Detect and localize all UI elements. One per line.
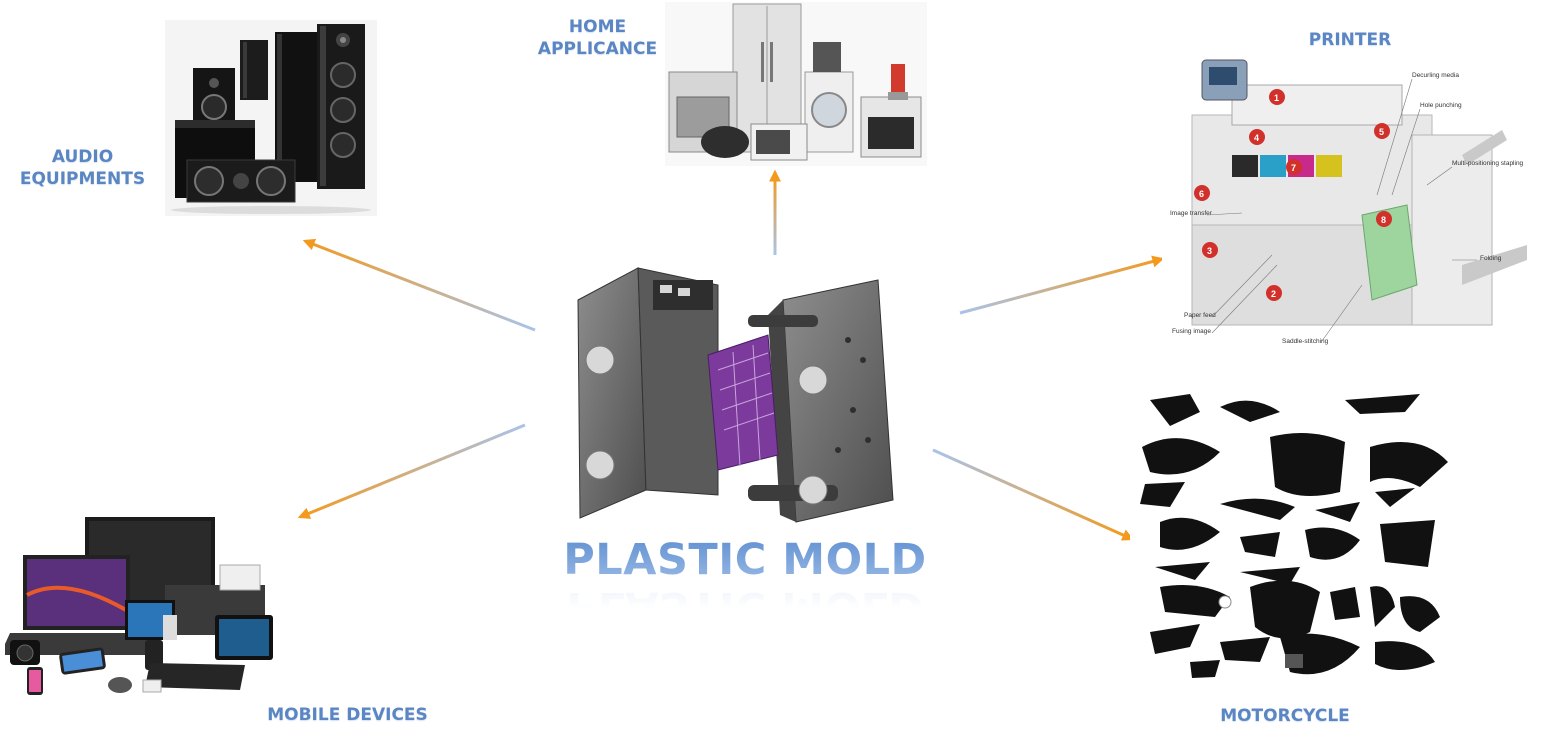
audio-equipment-image [165, 20, 377, 216]
home-appliance-image [665, 2, 927, 166]
plastic-mold-title-reflection: PLASTIC MOLD [566, 582, 924, 632]
mobile-devices-label: MOBILE DEVICES [267, 705, 428, 725]
svg-text:2: 2 [1271, 289, 1276, 299]
svg-text:4: 4 [1254, 133, 1259, 143]
motorcycle-label: MOTORCYCLE [1220, 706, 1350, 726]
callout-hole-punching: Hole punching [1420, 102, 1462, 109]
svg-text:1: 1 [1274, 93, 1279, 103]
callout-decurling: Decurling media [1412, 72, 1459, 79]
printer-label: PRINTER [1308, 30, 1392, 50]
audio-equipments-label: AUDIO EQUIPMENTS [19, 147, 146, 189]
arrow-to-audio [302, 238, 536, 332]
svg-text:6: 6 [1199, 189, 1204, 199]
callout-paper-feed: Paper feed [1184, 312, 1216, 319]
home-appliance-label: HOME APPLICANCE [537, 17, 658, 59]
mobile-devices-image [5, 515, 280, 705]
callout-folding: Folding [1480, 255, 1502, 262]
callout-fusing-image: Fusing image [1172, 328, 1211, 335]
printer-image: 1 2 3 4 5 6 7 8 Decurling media Hole pun… [1162, 55, 1532, 350]
arrow-to-mobile [297, 423, 526, 519]
arrow-to-printer [959, 255, 1165, 315]
motorcycle-parts-image [1130, 392, 1460, 692]
plastic-mold-title: PLASTIC MOLD [560, 535, 930, 585]
plastic-mold-image [577, 267, 894, 523]
svg-text:3: 3 [1207, 246, 1212, 256]
svg-text:7: 7 [1291, 163, 1296, 173]
callout-stapling: Multi-positioning stapling [1452, 160, 1524, 167]
svg-text:8: 8 [1381, 215, 1386, 225]
svg-text:5: 5 [1379, 127, 1384, 137]
callout-saddle-stitching: Saddle-stitching [1282, 338, 1329, 345]
callout-image-transfer: Image transfer [1170, 210, 1213, 217]
arrow-to-motorcycle [932, 448, 1135, 541]
